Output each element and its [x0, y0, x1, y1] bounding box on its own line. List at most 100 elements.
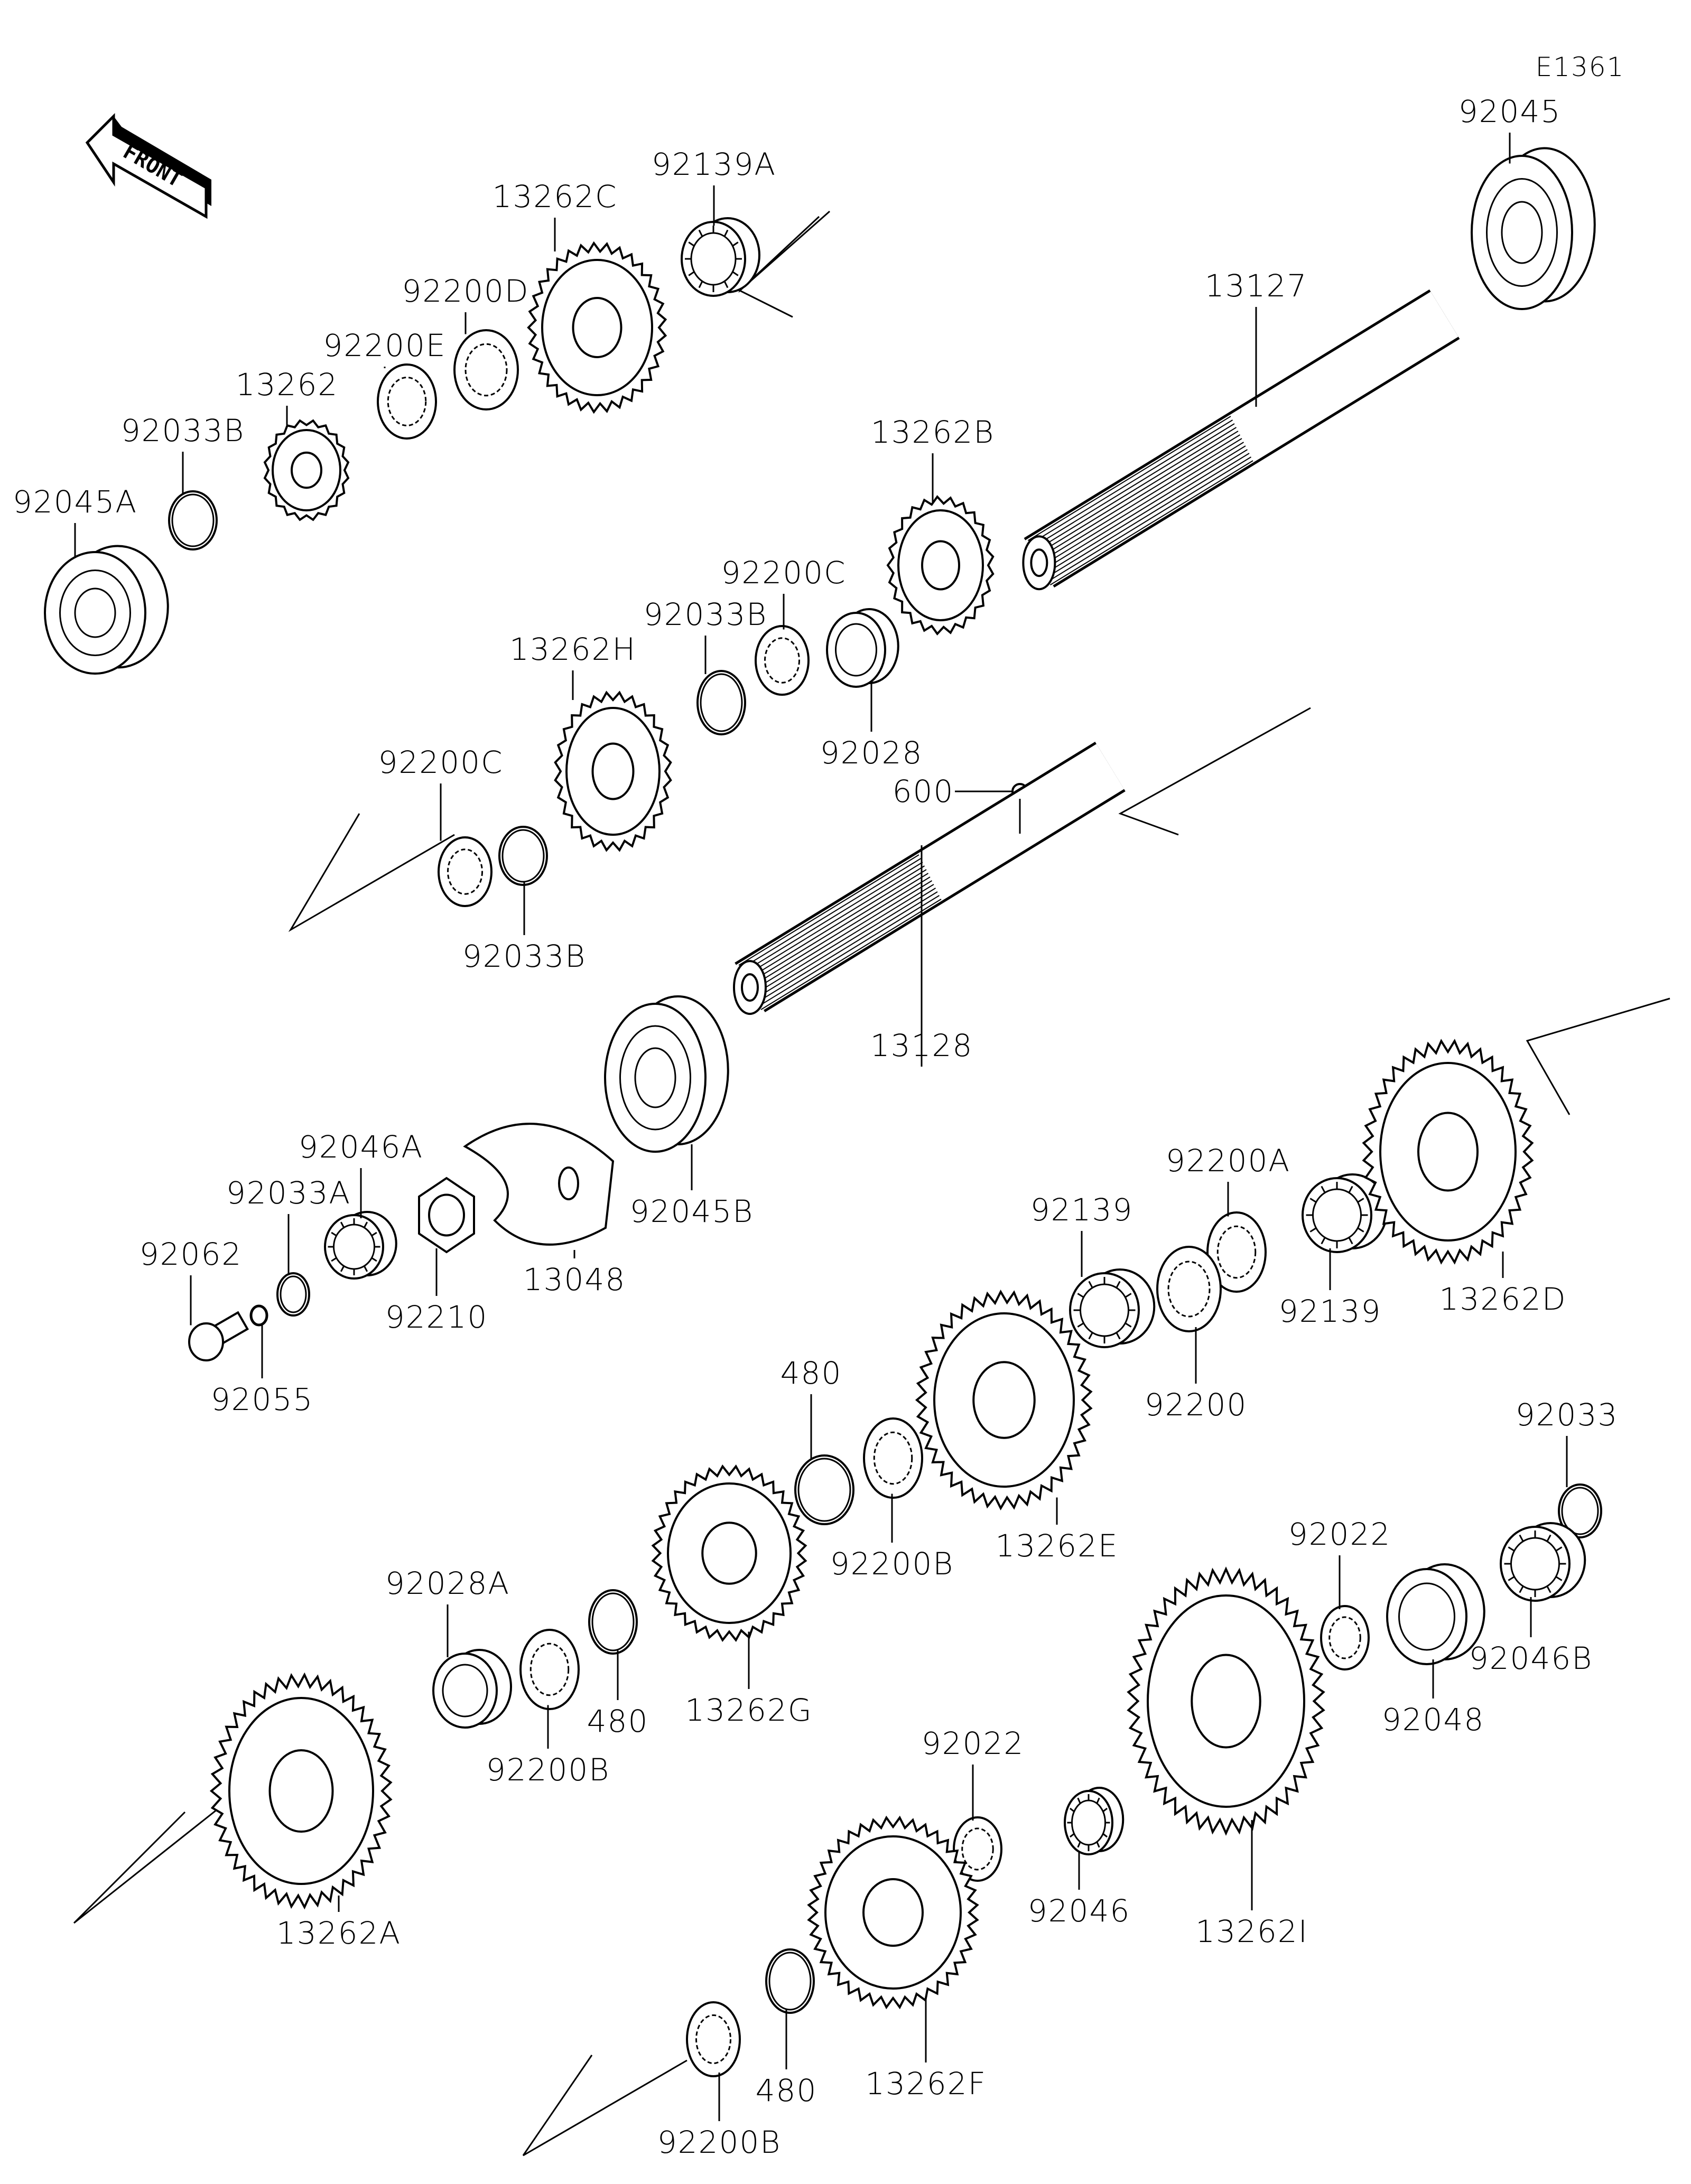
part-label: 13262G — [685, 1692, 813, 1728]
part-label: 480 — [780, 1355, 842, 1391]
part-label: 92210 — [385, 1299, 488, 1335]
assembly-axis-marker — [288, 813, 455, 932]
assembly-axis-marker — [73, 1800, 228, 1924]
gear-part — [527, 241, 667, 414]
part-label: 92045 — [1458, 94, 1562, 129]
part-label: 13048 — [523, 1262, 626, 1298]
gear-part — [651, 1464, 807, 1642]
part-label: 92139A — [651, 146, 777, 182]
needle-bearing-part — [1064, 1787, 1125, 1855]
gear-part — [1362, 1039, 1534, 1265]
part-label: 13262A — [276, 1915, 402, 1951]
part-label: 92200E — [323, 328, 447, 363]
bushing-part — [432, 1649, 512, 1729]
bearing-part — [44, 545, 169, 675]
washer-part — [863, 1417, 923, 1499]
washer-part — [953, 1816, 1002, 1882]
part-label: 92028A — [385, 1565, 510, 1601]
part-label: 13262D — [1439, 1281, 1567, 1317]
part-label: 13262H — [509, 631, 637, 667]
part-label: 92046A — [298, 1129, 424, 1165]
part-label: 92200A — [1165, 1143, 1291, 1179]
part-label: 92055 — [210, 1382, 314, 1417]
part-label: 480 — [587, 1703, 649, 1739]
cam-part — [463, 1123, 615, 1246]
washer-part — [1320, 1605, 1370, 1670]
part-label: 92022 — [921, 1725, 1025, 1761]
front-direction-badge: FRONT — [85, 111, 222, 227]
washer-part — [755, 625, 810, 696]
washer-part — [1156, 1246, 1222, 1332]
part-label: 92028 — [820, 735, 923, 771]
assembly-axis-lines — [73, 210, 1670, 2157]
part-label: 600 — [892, 773, 954, 809]
washer-part — [438, 836, 493, 907]
part-label: 13262F — [865, 2066, 987, 2102]
shaft-part — [1022, 289, 1460, 591]
circlip-part — [168, 490, 218, 550]
pin-part — [188, 1311, 249, 1361]
bearing-part — [1471, 147, 1596, 310]
part-label: 92033B — [120, 413, 245, 449]
gear-part — [263, 419, 350, 521]
needle-bearing-part — [324, 1211, 397, 1280]
part-label: 92046 — [1027, 1893, 1131, 1929]
part-label: 92033B — [462, 938, 587, 974]
part-label: 92033B — [643, 596, 768, 632]
part-label: 92200C — [378, 744, 504, 780]
assembly-axis-marker — [1118, 707, 1311, 836]
bearing-part — [604, 995, 729, 1153]
part-label: 92033 — [1515, 1397, 1619, 1433]
gear-part — [886, 495, 995, 636]
part-label: 92139 — [1030, 1192, 1133, 1228]
circlip-part — [276, 1272, 310, 1317]
part-label: 13262I — [1195, 1914, 1308, 1949]
washer-part — [377, 363, 437, 440]
part-label: 92045A — [12, 484, 138, 520]
o-ring-part — [249, 1304, 268, 1327]
part-label: 13262B — [870, 414, 995, 450]
part-label: 92200B — [657, 2124, 782, 2160]
needle-bearing-part — [681, 217, 760, 297]
part-label: 13127 — [1204, 268, 1308, 304]
assembly-axis-marker — [522, 2055, 687, 2157]
circlip-part — [794, 1454, 854, 1525]
part-label: 13262C — [492, 179, 618, 214]
part-label: 92033A — [226, 1175, 351, 1211]
parts-layer — [44, 147, 1602, 2077]
part-label: 13262 — [235, 367, 339, 403]
part-label: 92200B — [486, 1752, 610, 1788]
gear-part — [807, 1815, 979, 2010]
part-label: 92046B — [1469, 1640, 1593, 1676]
part-label: 92045B — [629, 1193, 754, 1229]
front-arrow-icon: FRONT — [85, 113, 211, 219]
circlip-part — [765, 1948, 815, 2014]
part-label: 92139 — [1278, 1293, 1382, 1329]
part-label: 92022 — [1288, 1516, 1391, 1552]
needle-bearing-part — [1302, 1173, 1388, 1253]
washer-part — [1206, 1211, 1267, 1293]
part-label: 92062 — [139, 1236, 243, 1272]
circlip-part — [588, 1589, 638, 1655]
nut-part — [418, 1177, 475, 1254]
circlip-part — [1558, 1483, 1602, 1538]
gear-part — [915, 1290, 1093, 1510]
part-label: 92200C — [721, 555, 847, 591]
washer-part — [453, 329, 519, 410]
part-label: 92200B — [830, 1546, 954, 1582]
bushing-part — [1386, 1563, 1485, 1665]
gear-part — [1127, 1566, 1325, 1836]
washer-part — [519, 1629, 580, 1710]
part-label: 92200D — [402, 273, 529, 309]
part-label: 92200 — [1144, 1387, 1248, 1423]
washer-part — [686, 2001, 741, 2077]
part-label: 480 — [755, 2073, 817, 2108]
figure-code: E1361 — [1535, 52, 1625, 82]
part-label: 13262E — [995, 1528, 1119, 1564]
needle-bearing-part — [1069, 1268, 1156, 1348]
gear-part — [209, 1672, 393, 1910]
needle-bearing-part — [1500, 1522, 1586, 1602]
bushing-part — [826, 608, 899, 688]
circlip-part — [498, 826, 548, 886]
